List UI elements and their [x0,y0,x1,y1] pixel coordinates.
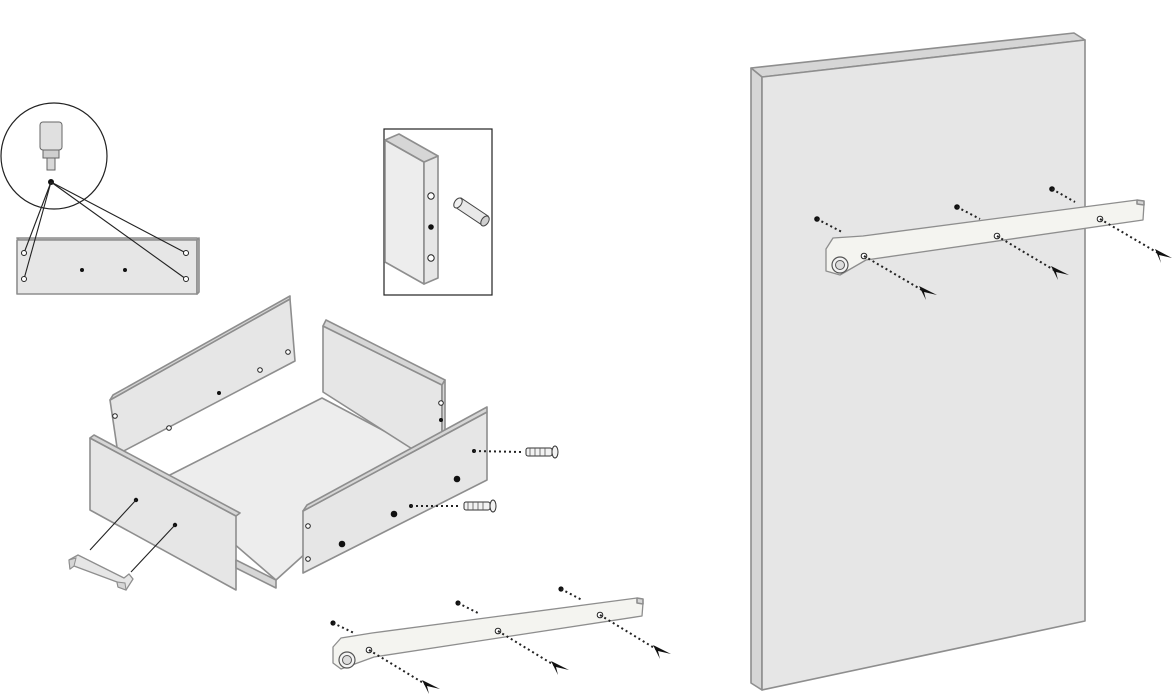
board-hole [183,250,189,256]
screw-tip-icon [1051,266,1069,280]
panel-hole [166,425,172,431]
screw-tip-icon [919,286,937,300]
dowel-icon [453,197,490,227]
screw-tip-icon [422,680,440,694]
edge-hole [427,192,435,200]
board-dot [80,268,84,272]
board-dot [123,268,127,272]
glue-board [16,237,200,295]
screw-tip-icon [551,661,569,675]
screw-icon [463,499,497,513]
glue-bottle-icon [39,121,63,171]
board-hole [21,250,27,256]
handle-leader [89,499,137,551]
glue-step [0,102,200,295]
dowel-step [383,128,493,296]
screw-tip-icon [653,645,671,659]
screw-guide [473,450,523,453]
cabinet-side-panel [761,39,1086,691]
panel-hole [305,523,311,529]
glue-leader-4 [50,181,187,280]
panel-hole [285,349,291,355]
drawer-box [68,295,559,591]
panel-dot [439,418,443,422]
panel-hole [257,367,263,373]
cabinet-slide-rail [825,199,1145,276]
panel-hole [305,556,311,562]
panel-hole [112,413,118,419]
glue-leader-2 [23,181,52,280]
drawer-handle-icon [68,554,134,591]
cabinet-side-front-edge [750,67,763,691]
drawer-slide-lower [330,586,671,694]
board-hole [183,276,189,282]
panel-hole [438,400,444,406]
screw-icon [525,445,559,459]
slide-rail [332,597,644,670]
glue-leader-1 [23,181,52,254]
screw-tip-icon [1155,249,1172,263]
panel-dot [338,540,346,548]
handle-leader [130,524,176,573]
board-hole [21,276,27,282]
edge-hole [427,254,435,262]
glue-leader-3 [50,181,187,254]
panel-dot [453,475,461,483]
panel-dot [217,391,221,395]
edge-dot [428,224,434,230]
panel-dot [390,510,398,518]
cabinet-side-step [750,32,1172,691]
